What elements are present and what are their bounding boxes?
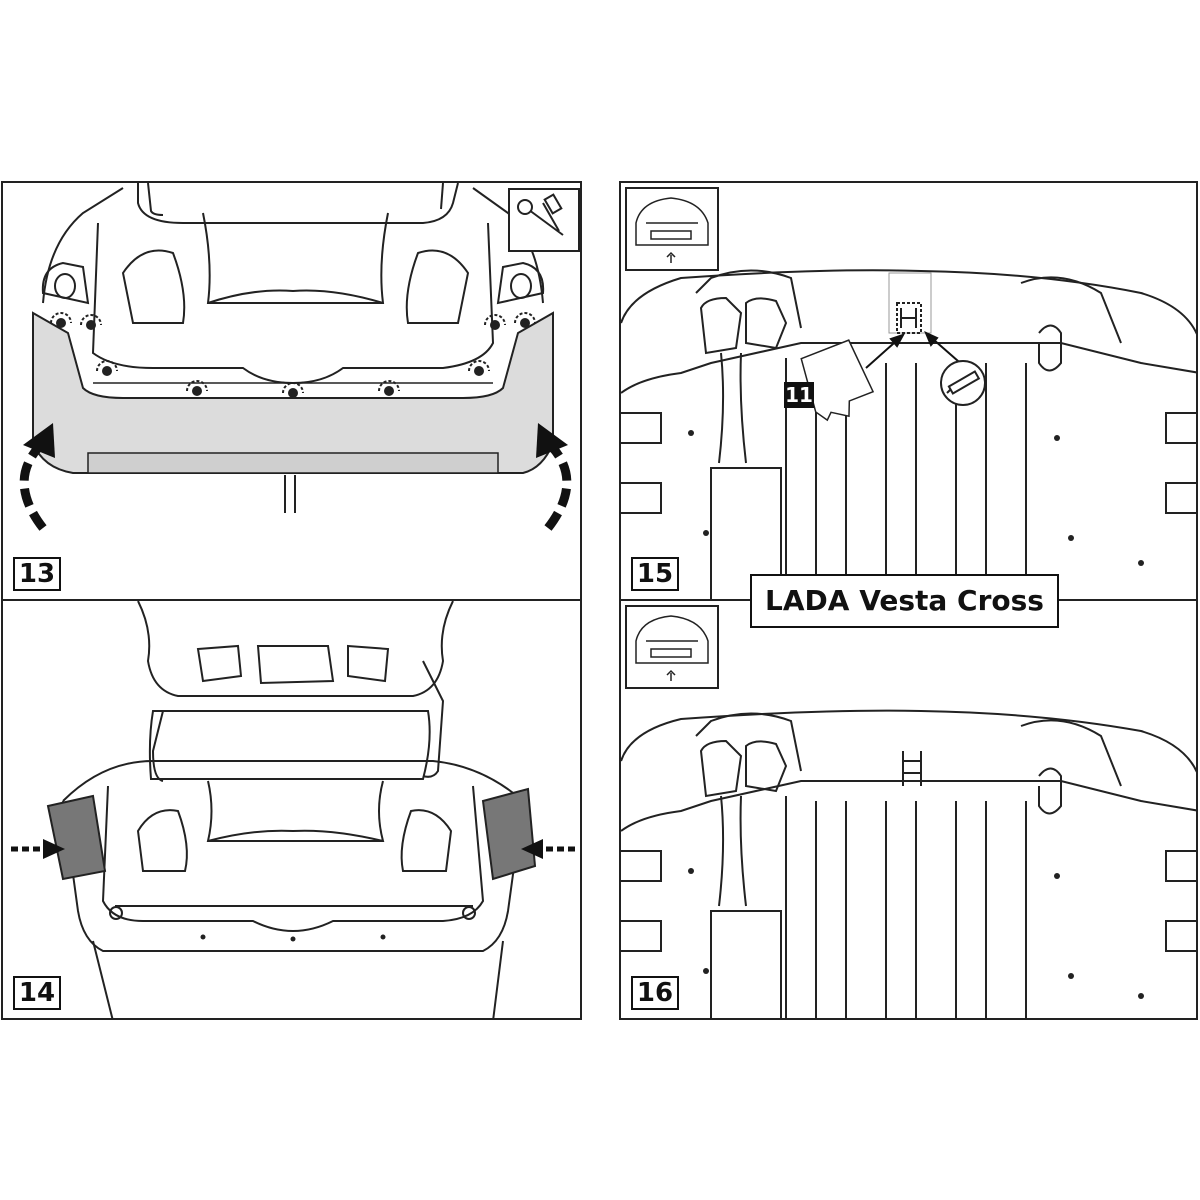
- car-rear-thumbnail-icon: [635, 615, 709, 681]
- vehicle-model-label: LADA Vesta Cross: [750, 574, 1059, 628]
- step-number-15: 15: [631, 557, 679, 591]
- template-card: [800, 339, 875, 422]
- pull-direction-arrows: [19, 423, 572, 531]
- part-number-badge: 11: [784, 382, 814, 408]
- push-direction-arrows: [11, 839, 575, 859]
- rear-bumper: [32, 311, 554, 474]
- car-rear-thumbnail-icon: [635, 197, 709, 263]
- left-trim-panel: [46, 794, 107, 881]
- step-number-14: 14: [13, 976, 61, 1010]
- step-number-13: 13: [13, 557, 61, 591]
- step-14-panel: 14: [1, 599, 582, 1020]
- pointer-arrows: [865, 331, 967, 369]
- bumper-removal-illustration: [19, 183, 580, 531]
- underbody-marking-illustration: [621, 187, 1196, 599]
- socket-wrench-icon: [517, 193, 564, 236]
- underbody-cutout-illustration: [621, 605, 1196, 1018]
- step-13-panel: 13: [1, 181, 582, 601]
- right-trim-panel: [481, 787, 537, 881]
- step-15-panel: 15: [619, 181, 1198, 601]
- trunk-side-panels-illustration: [11, 601, 575, 1018]
- utility-knife-icon: [946, 370, 981, 395]
- step-16-panel: 16: [619, 599, 1198, 1020]
- step-number-16: 16: [631, 976, 679, 1010]
